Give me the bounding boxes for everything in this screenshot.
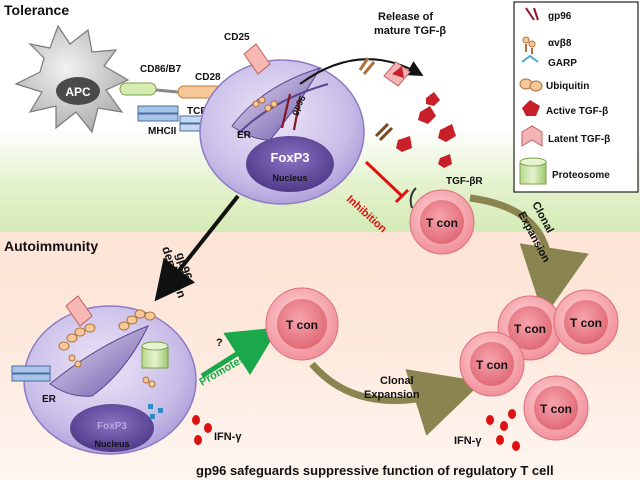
tgf-receptor-label: TGF-βR bbox=[446, 176, 483, 187]
er-label-bottom: ER bbox=[42, 394, 57, 405]
inhibition-label: Inhibition bbox=[344, 193, 389, 235]
tcon-cluster-cell-4 bbox=[523, 375, 589, 441]
tcon-label-cluster-3: T con bbox=[476, 358, 508, 372]
clonal-label-bottom-1: Clonal bbox=[380, 375, 414, 387]
ifn-label-left: IFN-γ bbox=[214, 431, 242, 443]
legend-label-6: Proteosome bbox=[552, 170, 610, 181]
garp-tgf-complex bbox=[358, 57, 411, 142]
tcon-tolerance bbox=[409, 187, 475, 255]
legend-label-4: Active TGF-β bbox=[546, 106, 608, 117]
active-tgf-cluster bbox=[396, 92, 456, 168]
gp96-icon bbox=[525, 7, 539, 21]
legend-panel bbox=[513, 1, 639, 193]
foxp3-label-bottom: FoxP3 bbox=[97, 421, 127, 432]
cd86-label: CD86/B7 bbox=[140, 64, 182, 75]
treg-cell-autoimmunity bbox=[11, 295, 197, 455]
legend-label-3: Ubiquitin bbox=[546, 81, 589, 92]
nucleus-label: Nucleus bbox=[272, 173, 307, 183]
tcon-cluster-cell-2 bbox=[553, 289, 619, 355]
cd28-label: CD28 bbox=[195, 72, 221, 83]
garp-icon bbox=[521, 54, 539, 63]
mhcii-label: MHCII bbox=[148, 126, 177, 137]
clonal-arrow-top bbox=[469, 194, 589, 318]
clonal-arrow-bottom bbox=[309, 361, 483, 436]
tcon-label-tolerance: T con bbox=[426, 216, 458, 230]
nucleus-label-bottom: Nucleus bbox=[94, 439, 129, 449]
legend-label-0: gp96 bbox=[548, 11, 572, 22]
ifn-label-right: IFN-γ bbox=[454, 435, 482, 447]
ifn-dots-right bbox=[486, 409, 520, 451]
promotes-label: Promotes bbox=[198, 353, 248, 389]
apc-label: APC bbox=[65, 85, 91, 99]
legend-label-5: Latent TGF-β bbox=[548, 134, 610, 145]
tcon-label-middle: T con bbox=[286, 318, 318, 332]
tolerance-title: Tolerance bbox=[4, 2, 69, 18]
inhibition-bar bbox=[364, 160, 410, 204]
tcr-label: TCR bbox=[187, 106, 208, 117]
apc-cell: APC bbox=[14, 24, 130, 134]
latent-tgf-icon bbox=[521, 125, 543, 147]
er-label: ER bbox=[237, 130, 252, 141]
autoimmunity-title: Autoimmunity bbox=[4, 238, 98, 254]
clonal-label-bottom-2: Expansion bbox=[364, 389, 420, 401]
legend-label-1: αvβ8 bbox=[548, 38, 572, 49]
tcon-label-cluster-4: T con bbox=[540, 402, 572, 416]
release-label-1: Release of bbox=[378, 11, 433, 23]
proteosome-icon bbox=[519, 157, 547, 185]
ubiquitin-icon bbox=[519, 78, 543, 92]
legend-label-2: GARP bbox=[548, 58, 577, 69]
treg-cell-tolerance: FoxP3 Nucleus bbox=[199, 59, 365, 205]
cd25-receptor bbox=[243, 43, 271, 75]
release-arrow bbox=[299, 58, 424, 85]
tcon-label-cluster-2: T con bbox=[570, 316, 602, 330]
promotes-arrow bbox=[200, 327, 279, 379]
costim-receptors bbox=[119, 82, 223, 99]
tcon-label-cluster-1: T con bbox=[514, 322, 546, 336]
tcon-middle bbox=[265, 287, 339, 361]
integrin-icon bbox=[522, 36, 536, 54]
question-mark: ? bbox=[216, 337, 223, 349]
release-label-2: mature TGF-β bbox=[374, 25, 446, 37]
active-tgf-icon bbox=[522, 100, 540, 116]
tcon-cluster bbox=[459, 289, 619, 441]
depletion-arrow bbox=[154, 194, 240, 302]
caption: gp96 safeguards suppressive function of … bbox=[196, 463, 554, 478]
foxp3-label: FoxP3 bbox=[270, 150, 309, 165]
tcon-cluster-cell-3 bbox=[459, 331, 525, 397]
cd25-label: CD25 bbox=[224, 32, 250, 43]
ifn-dots-left bbox=[192, 415, 212, 445]
